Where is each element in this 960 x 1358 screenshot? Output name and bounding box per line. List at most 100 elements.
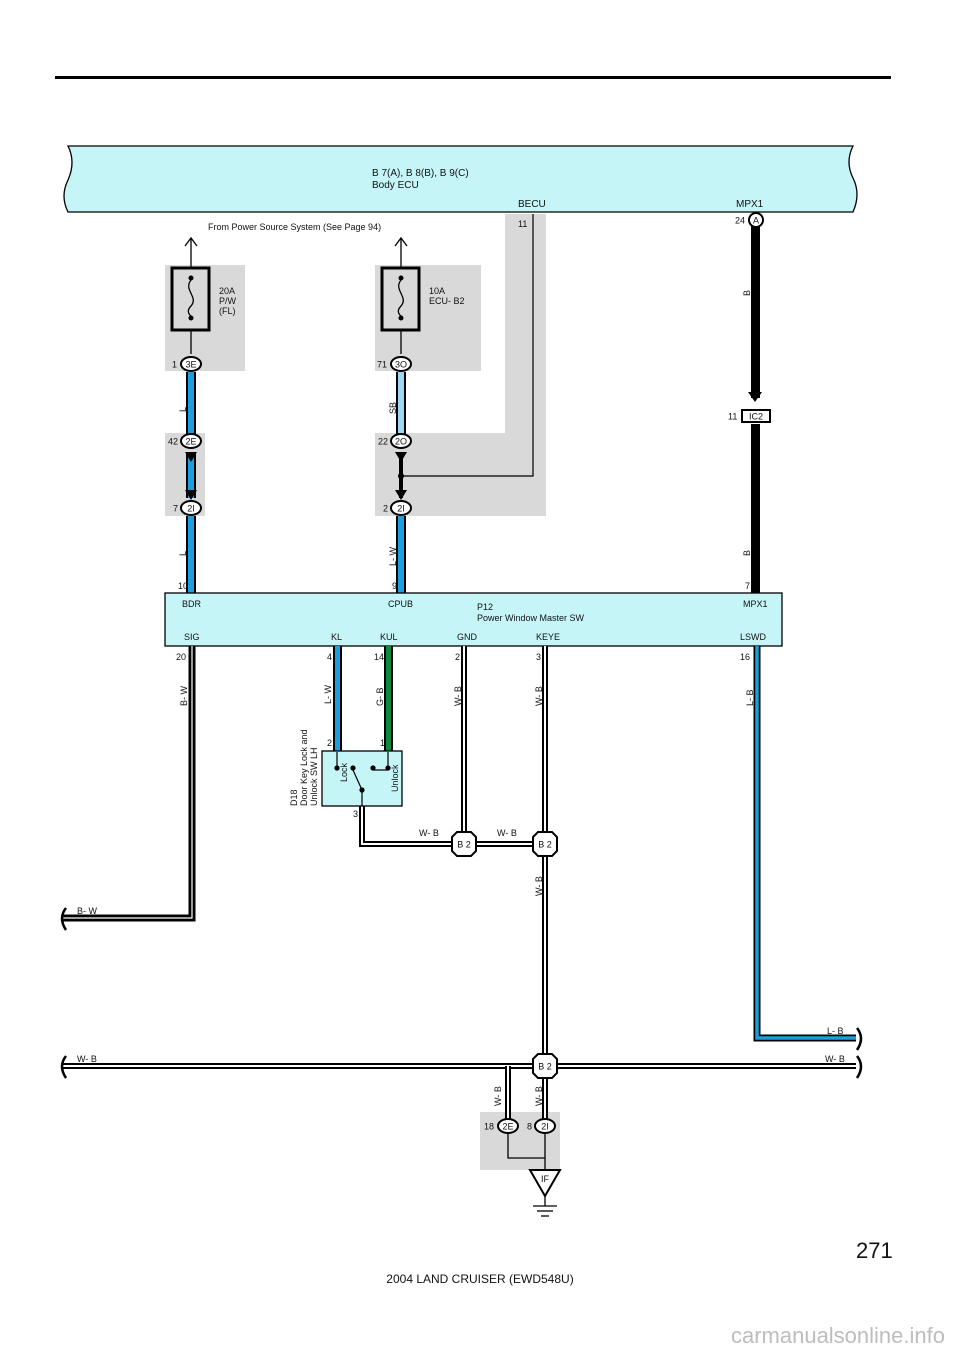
top-pin-name-2: CPUB (388, 599, 413, 609)
wire-label-b2: B (742, 550, 752, 556)
connector-bottom-2i: 2I 8 (527, 1118, 556, 1134)
junction-b2-2: B 2 (532, 831, 558, 857)
wire-becu (401, 214, 534, 477)
master-switch-name: Power Window Master SW (477, 613, 585, 623)
top-pin-num-2: 9 (392, 581, 397, 591)
svg-text:A: A (753, 216, 759, 226)
bot-pin-name-1: SIG (184, 632, 200, 642)
wire-label-sb: SB (388, 402, 398, 414)
body-ecu-box (63, 145, 858, 213)
wire-wb-right-end (855, 1055, 863, 1079)
becu-pin-no: 11 (518, 219, 527, 229)
svg-text:2E: 2E (502, 1122, 513, 1132)
wire-label-wb3: W- B (419, 828, 439, 838)
door-switch-name1: Door Key Lock and (299, 729, 309, 806)
svg-text:B 2: B 2 (538, 840, 552, 850)
wire-label-wb4: W- B (497, 828, 517, 838)
svg-text:IF: IF (541, 1174, 550, 1184)
svg-text:B 2: B 2 (457, 840, 471, 850)
connector-a: A 24 (735, 212, 764, 228)
svg-text:18: 18 (484, 1122, 494, 1132)
bot-pin-name-4: GND (457, 632, 478, 642)
svg-text:1: 1 (172, 360, 177, 370)
fuse1-line2: P/W (219, 296, 237, 306)
bot-pin-num-5: 3 (536, 652, 541, 662)
wire-lb-right-end (855, 1027, 863, 1051)
wire-label-wb-left: W- B (77, 1054, 97, 1064)
svg-text:71: 71 (377, 360, 387, 370)
master-switch-code: P12 (477, 602, 493, 612)
fuse2-line1: 10A (429, 286, 445, 296)
svg-text:7: 7 (173, 504, 178, 514)
connector-bottom-2e: 2E 18 (484, 1118, 519, 1134)
top-pin-num-3: 7 (745, 581, 750, 591)
door-switch-lock: Lock (339, 762, 349, 782)
wire-bw-left-end (60, 907, 68, 931)
svg-text:3E: 3E (185, 360, 196, 370)
wire-kl (333, 646, 342, 752)
fuse1-line3: (FL) (219, 306, 236, 316)
bot-pin-num-4: 2 (455, 652, 460, 662)
shaded-areas (165, 214, 560, 1170)
fuse2-line2: ECU- B2 (429, 296, 465, 306)
svg-text:2E: 2E (185, 437, 196, 447)
top-pin-name-1: BDR (182, 599, 202, 609)
wire-label-bw-left: B- W (77, 906, 98, 916)
wire-label-lw1: L- W (388, 546, 398, 566)
ecu-pin-becu: BECU (518, 199, 546, 210)
svg-text:2O: 2O (395, 437, 407, 447)
connector-ic2: IC2 11 (728, 409, 771, 423)
wire-door-ground (359, 806, 545, 847)
bot-pin-num-2: 4 (327, 652, 332, 662)
bot-pin-num-1: 20 (176, 652, 186, 662)
wire-label-wb5: W- B (534, 876, 544, 896)
bot-pin-name-3: KUL (380, 632, 398, 642)
master-switch-box (164, 592, 783, 647)
svg-text:2I: 2I (541, 1122, 549, 1132)
footer-title: 2004 LAND CRUISER (EWD548U) (386, 1272, 573, 1286)
top-rule (55, 76, 891, 79)
wire-mpx-column (748, 226, 762, 594)
connector-3o: 3O 71 (377, 356, 412, 372)
svg-text:3O: 3O (395, 360, 407, 370)
svg-text:IC2: IC2 (749, 412, 763, 422)
svg-text:8: 8 (527, 1122, 532, 1132)
junction-b2-3: B 2 (532, 1053, 558, 1079)
door-switch-unlock: Unlock (390, 764, 400, 792)
wire-sig-bw (62, 646, 196, 922)
page-number: 271 (856, 1238, 893, 1263)
wire-label-wb-right: W- B (825, 1054, 845, 1064)
door-switch-contacts (334, 752, 391, 806)
ecu-title-line2: Body ECU (372, 180, 419, 191)
wire-label-wb7: W- B (534, 1086, 544, 1106)
svg-text:24: 24 (735, 216, 745, 226)
svg-text:2I: 2I (187, 504, 195, 514)
wire-label-lb1: L- B (745, 689, 755, 706)
connector-2i-mid: 2I 2 (383, 490, 412, 516)
door-switch-pin3: 3 (353, 809, 358, 819)
top-pin-num-1: 10 (178, 581, 188, 591)
bot-pin-num-3: 14 (374, 652, 384, 662)
fuse-pw-fl (170, 236, 211, 354)
wire-label-wb1: W- B (453, 686, 463, 706)
svg-text:2: 2 (383, 504, 388, 514)
door-switch-pin1: 1 (380, 738, 385, 748)
wire-wb-horizontal (62, 1063, 856, 1126)
wire-label-gb: G- B (375, 687, 385, 706)
wire-label-lb-right: L- B (827, 1026, 844, 1036)
svg-text:22: 22 (378, 437, 388, 447)
wire-label-l1: L (178, 407, 188, 412)
ecu-pin-mpx1: MPX1 (736, 199, 764, 210)
junction-b2-1: B 2 (451, 831, 477, 857)
connector-2i-left: 2I 7 (173, 490, 202, 516)
wire-wb-left-end (60, 1055, 68, 1079)
power-source-note: From Power Source System (See Page 94) (208, 222, 381, 232)
wire-label-b1: B (742, 290, 752, 296)
bot-pin-name-6: LSWD (740, 632, 767, 642)
wire-label-wb2: W- B (534, 686, 544, 706)
svg-text:11: 11 (728, 412, 737, 422)
bot-pin-name-5: KEYE (536, 632, 560, 642)
top-pin-name-3: MPX1 (743, 599, 768, 609)
wire-kul (384, 646, 393, 752)
